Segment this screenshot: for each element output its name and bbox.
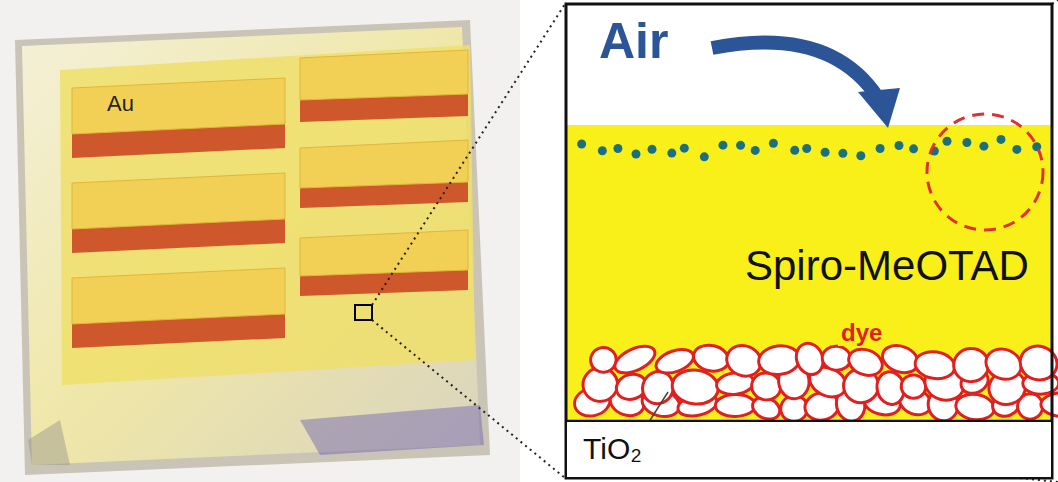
dopant-dot (821, 148, 830, 157)
spiro-layer-band: Spiro-MeOTAD (567, 125, 1051, 345)
dopant-dot (577, 140, 586, 149)
air-arrow (712, 42, 878, 98)
glass-edge (15, 20, 490, 475)
zoom-line (372, 320, 565, 478)
glass-substrate (22, 27, 480, 465)
tio2-particle (757, 343, 801, 376)
dye-label: dye (838, 320, 885, 346)
zoom-frame (566, 4, 1052, 478)
photo-ground (0, 0, 520, 482)
dopant-dot (979, 142, 988, 151)
au-stripes-left (72, 78, 285, 348)
glass-reflection (300, 405, 484, 455)
layer-label: Spiro-MeOTAD (745, 243, 1029, 289)
au-stripes-right (300, 50, 468, 296)
highlight-circle (927, 114, 1043, 230)
tio2-particle (611, 341, 659, 379)
dopant-dot (769, 139, 778, 148)
dopant-dot (667, 149, 676, 158)
tio2-particle (913, 349, 957, 381)
dopant-dot (648, 145, 657, 154)
tio2-particle (845, 345, 886, 380)
tio2-particle (952, 347, 989, 383)
air-arrowhead (858, 88, 900, 128)
dopant-dot (943, 137, 952, 146)
dopant-dot (894, 141, 903, 150)
tio2-particle (691, 342, 731, 375)
dopant-dot (598, 146, 607, 155)
dopant-dot (790, 146, 799, 155)
dopant-dot (700, 152, 709, 161)
dopant-dot (996, 135, 1005, 144)
spiro-layer (567, 125, 1051, 421)
dopant-dots (577, 135, 1041, 161)
tio2-particle (1041, 392, 1058, 416)
dopant-dot (909, 144, 918, 153)
tio2-substrate: TiO₂ (567, 422, 1051, 477)
zoom-line (372, 4, 565, 305)
material-label: Au (104, 92, 137, 116)
dopant-dot (838, 149, 847, 158)
dopant-dot (1012, 145, 1021, 154)
dopant-dot (718, 141, 727, 150)
dopant-dot (751, 146, 760, 155)
layer-label: TiO₂ (583, 432, 642, 465)
dopant-dot (632, 149, 641, 158)
tio2-particle (821, 345, 851, 371)
dopant-dot (802, 144, 811, 153)
tio2-particle (670, 367, 720, 406)
air-label: Air (596, 14, 671, 69)
dopant-dot (680, 144, 689, 153)
tio2-particles (572, 339, 1058, 424)
spiro-film (60, 45, 475, 385)
dopant-dot (736, 141, 745, 150)
tio2-particle (589, 346, 618, 375)
dopant-dot (613, 144, 622, 153)
glass-chip (28, 420, 70, 465)
zoom-square (355, 305, 372, 320)
dopant-dot (856, 151, 865, 160)
tio2-particle (899, 373, 927, 400)
tio2-particle (653, 345, 697, 378)
dopant-dot (962, 138, 971, 147)
tio2-particle (715, 394, 755, 416)
dopant-dot (876, 144, 885, 153)
